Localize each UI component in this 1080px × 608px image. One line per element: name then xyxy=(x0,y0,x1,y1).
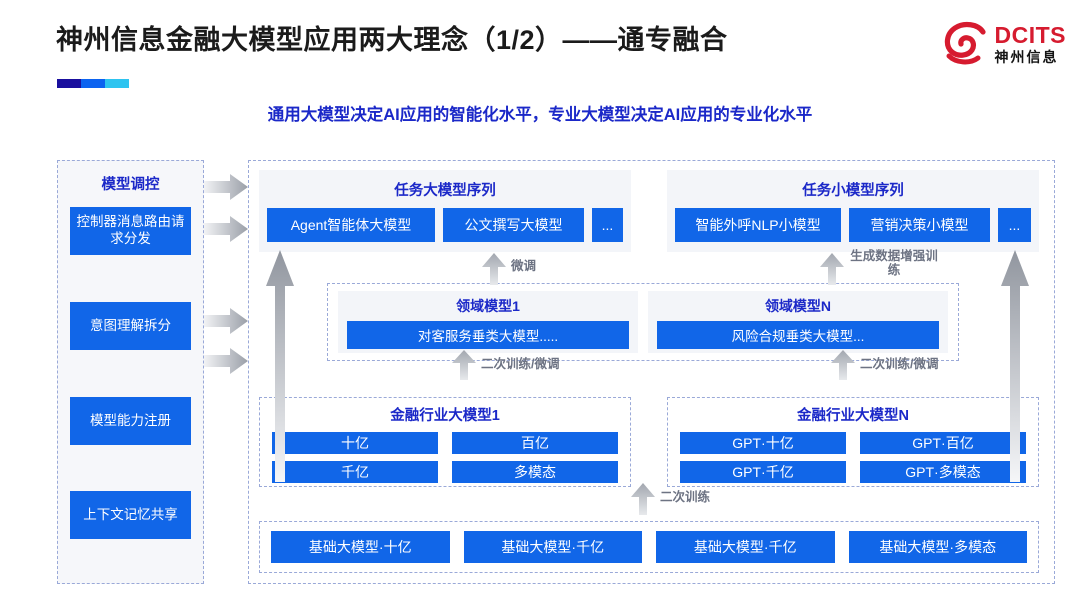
industry-model-1-cells: 十亿 百亿 千亿 多模态 xyxy=(260,425,630,483)
base-model-chip-1[interactable]: 基础大模型·十亿 xyxy=(271,531,450,563)
sidebar-item-controller-routing[interactable]: 控制器消息路由请求分发 xyxy=(70,207,191,255)
connector-arrow-right-3 xyxy=(204,308,248,334)
accent-segment-1 xyxy=(57,79,81,88)
arrow-up-tall-left xyxy=(266,250,294,482)
domain-model-n-title: 领域模型N xyxy=(764,298,832,314)
base-model-group: 基础大模型·十亿 基础大模型·千亿 基础大模型·千亿 基础大模型·多模态 xyxy=(259,521,1039,573)
logo-wordmark: DCITS 神州信息 xyxy=(994,22,1067,65)
domain-model-1-title: 领域模型1 xyxy=(456,298,520,314)
accent-segment-2 xyxy=(80,79,105,88)
arrow-label-retrain: 二次训练 xyxy=(660,490,711,504)
connector-arrow-right-4 xyxy=(204,348,248,374)
connector-arrow-right-2 xyxy=(204,216,248,242)
base-model-chip-4[interactable]: 基础大模型·多模态 xyxy=(848,531,1027,563)
chip-more-large[interactable]: ... xyxy=(592,208,623,242)
accent-segment-3 xyxy=(104,79,129,88)
domain-model-1: 领域模型1 对客服务垂类大模型..... xyxy=(338,291,638,353)
task-large-model-sequence: 任务大模型序列 Agent智能体大模型 公文撰写大模型 ... xyxy=(259,170,631,252)
industry-model-n: 金融行业大模型N GPT·十亿 GPT·百亿 GPT·千亿 GPT·多模态 xyxy=(667,397,1039,487)
industry-1-cell-2[interactable]: 百亿 xyxy=(452,432,618,454)
domain-model-n-chip[interactable]: 风险合规垂类大模型... xyxy=(657,321,939,349)
industry-model-n-title: 金融行业大模型N xyxy=(797,408,909,424)
arrow-label-data-augment: 生成数据增强训练 xyxy=(850,249,938,278)
industry-n-cell-4[interactable]: GPT·多模态 xyxy=(860,461,1026,483)
spiral-logo-icon xyxy=(942,21,988,67)
base-model-chip-2[interactable]: 基础大模型·千亿 xyxy=(463,531,642,563)
chip-more-small[interactable]: ... xyxy=(998,208,1031,242)
arrow-label-fine-tune: 微调 xyxy=(511,259,537,273)
connector-arrow-right-1 xyxy=(204,174,248,200)
logo-en-text: DCITS xyxy=(994,22,1066,48)
task-small-model-sequence: 任务小模型序列 智能外呼NLP小模型 营销决策小模型 ... xyxy=(667,170,1039,252)
industry-1-cell-3[interactable]: 千亿 xyxy=(272,461,438,483)
chip-agent-model[interactable]: Agent智能体大模型 xyxy=(267,208,435,242)
page-title: 神州信息金融大模型应用两大理念（1/2）——通专融合 xyxy=(56,25,728,55)
title-accent-bar xyxy=(57,79,129,88)
industry-1-cell-1[interactable]: 十亿 xyxy=(272,432,438,454)
domain-model-group: 领域模型1 对客服务垂类大模型..... 领域模型N 风险合规垂类大模型... xyxy=(327,283,959,361)
brand-logo: DCITS 神州信息 xyxy=(942,18,1067,70)
chip-marketing-decision-model[interactable]: 营销决策小模型 xyxy=(849,208,990,242)
industry-model-1: 金融行业大模型1 十亿 百亿 千亿 多模态 xyxy=(259,397,631,487)
chip-document-writing-model[interactable]: 公文撰写大模型 xyxy=(443,208,584,242)
domain-model-n: 领域模型N 风险合规垂类大模型... xyxy=(648,291,948,353)
task-large-model-chips: Agent智能体大模型 公文撰写大模型 ... xyxy=(259,208,631,242)
industry-n-cell-3[interactable]: GPT·千亿 xyxy=(680,461,846,483)
base-model-chip-3[interactable]: 基础大模型·千亿 xyxy=(656,531,835,563)
model-stack-panel: 任务大模型序列 Agent智能体大模型 公文撰写大模型 ... 任务小模型序列 … xyxy=(248,160,1055,584)
model-control-panel: 模型调控 控制器消息路由请求分发 意图理解拆分 模型能力注册 上下文记忆共享 xyxy=(57,160,204,584)
arrow-up-retrain xyxy=(631,483,655,515)
arrow-label-retrain-finetune-right: 二次训练/微调 xyxy=(860,357,939,371)
arrow-up-retrain-finetune-left xyxy=(452,350,476,380)
sidebar-item-context-memory[interactable]: 上下文记忆共享 xyxy=(70,491,191,539)
arrow-up-retrain-finetune-right xyxy=(831,350,855,380)
industry-n-cell-2[interactable]: GPT·百亿 xyxy=(860,432,1026,454)
page-subtitle: 通用大模型决定AI应用的智能化水平，专业大模型决定AI应用的专业化水平 xyxy=(267,106,813,124)
chip-outbound-nlp-model[interactable]: 智能外呼NLP小模型 xyxy=(675,208,841,242)
task-small-model-chips: 智能外呼NLP小模型 营销决策小模型 ... xyxy=(667,208,1039,242)
industry-1-cell-4[interactable]: 多模态 xyxy=(452,461,618,483)
arrow-up-fine-tune xyxy=(482,253,506,285)
logo-cn-text: 神州信息 xyxy=(994,49,1059,65)
arrow-up-data-augment xyxy=(820,253,844,285)
arrow-label-retrain-finetune-left: 二次训练/微调 xyxy=(481,357,560,371)
task-large-model-sequence-title: 任务大模型序列 xyxy=(394,183,496,199)
industry-model-1-title: 金融行业大模型1 xyxy=(390,408,500,424)
industry-model-n-cells: GPT·十亿 GPT·百亿 GPT·千亿 GPT·多模态 xyxy=(668,425,1038,483)
sidebar-item-capability-registry[interactable]: 模型能力注册 xyxy=(70,397,191,445)
model-control-heading: 模型调控 xyxy=(101,177,160,193)
arrow-up-tall-right xyxy=(1001,250,1029,482)
task-small-model-sequence-title: 任务小模型序列 xyxy=(802,183,904,199)
industry-n-cell-1[interactable]: GPT·十亿 xyxy=(680,432,846,454)
sidebar-item-intent-parsing[interactable]: 意图理解拆分 xyxy=(70,302,191,350)
domain-model-1-chip[interactable]: 对客服务垂类大模型..... xyxy=(347,321,629,349)
